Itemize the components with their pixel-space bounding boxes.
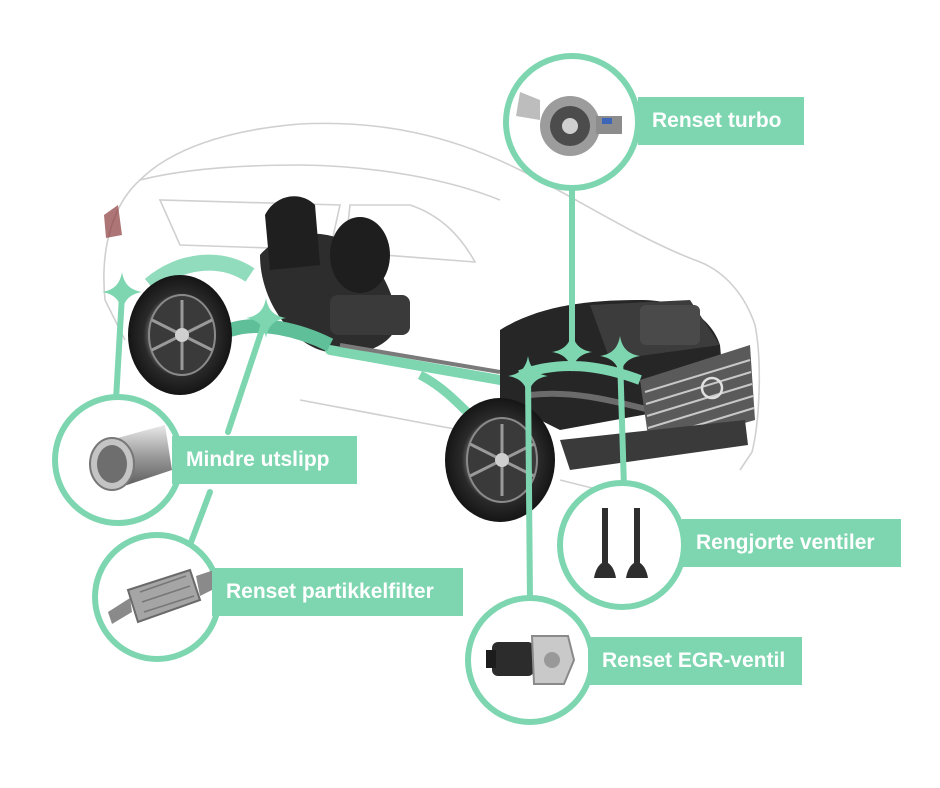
sparkle-turbo (552, 332, 592, 372)
engine-valves-icon (594, 508, 648, 578)
tail-light (104, 205, 122, 238)
sparkle-dpf (246, 298, 286, 338)
sparkle-exhaust (102, 272, 142, 312)
exhaust-pipe-icon (89, 425, 172, 491)
rear-wheel-far (330, 217, 390, 293)
callout-circle-exhaust (52, 394, 184, 526)
egr-valve-icon (486, 635, 576, 685)
sparkle-egr (508, 356, 548, 396)
front-wheel (445, 398, 555, 522)
label-valves: Rengjorte ventiler (682, 519, 901, 567)
label-exhaust: Mindre utslipp (172, 436, 357, 484)
rear-wheel (128, 275, 232, 395)
callout-circle-dpf (92, 532, 222, 662)
drivetrain (144, 196, 755, 470)
particle-filter-icon (108, 568, 216, 624)
label-dpf: Renset partikkelfilter (212, 568, 463, 616)
label-egr: Renset EGR-ventil (588, 637, 802, 685)
sparkle-markers (102, 272, 640, 396)
callout-circle-egr (465, 595, 595, 725)
connector-lines (113, 185, 627, 605)
callout-circle-valves (557, 480, 687, 610)
sparkle-valves (600, 336, 640, 376)
car-body-outline (103, 122, 761, 491)
label-turbo: Renset turbo (638, 97, 804, 145)
callout-circle-turbo (503, 53, 641, 191)
turbocharger-icon (516, 92, 622, 156)
